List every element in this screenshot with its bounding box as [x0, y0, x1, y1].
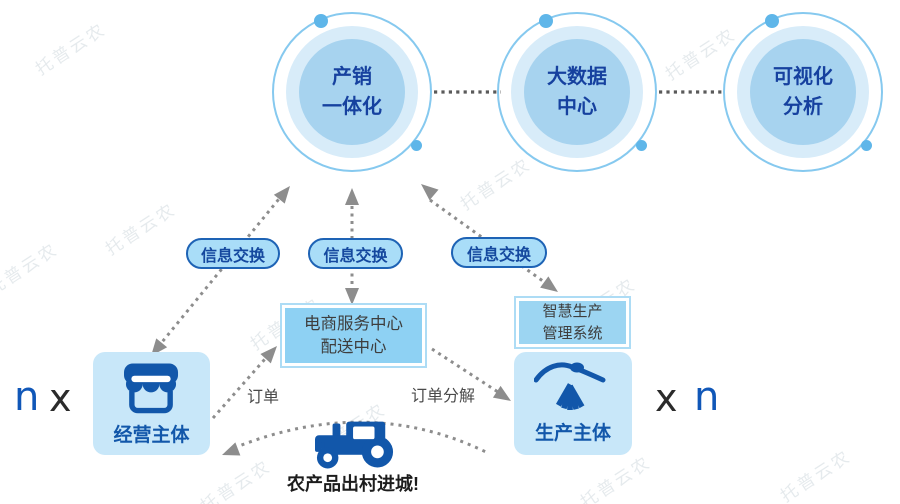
circle-bigdata-line2: 中心: [557, 96, 597, 118]
label-order-split: 订单分解: [411, 388, 476, 405]
circle-visual-line2: 分析: [783, 96, 823, 118]
box-operator-entity: 经营主体: [93, 352, 210, 455]
label-slogan: 农产品出村进城!: [287, 474, 419, 494]
box-producer-entity: 生产主体: [514, 352, 632, 455]
field-icon: [534, 362, 606, 410]
pill-info-exchange-1: 信息交换: [186, 238, 280, 269]
multiplier-left-n: n: [14, 374, 40, 420]
circle-visual: 可视化 分析: [750, 39, 856, 145]
pill-info-exchange-2-label: 信息交换: [323, 247, 388, 265]
box-operator-label: 经营主体: [113, 425, 190, 446]
box-ecommerce-line2: 配送中心: [320, 337, 387, 356]
ring-dot: [314, 14, 328, 28]
ring-dot: [765, 14, 779, 28]
arrow-order-split: [431, 347, 499, 394]
circle-visual-ring: [723, 12, 883, 172]
circle-visual-line1: 可视化: [773, 66, 833, 88]
pill-info-exchange-1-label: 信息交换: [200, 247, 265, 265]
storefront-icon: [124, 363, 179, 414]
circle-bigdata-ring: [497, 12, 657, 172]
arrow-order: [211, 358, 267, 419]
box-producer-label: 生产主体: [534, 423, 611, 444]
pill-info-exchange-2: 信息交换: [308, 238, 403, 269]
pill-info-exchange-3: 信息交换: [451, 237, 547, 268]
pill-info-exchange-3-label: 信息交换: [466, 246, 531, 264]
ring-dot: [861, 140, 872, 151]
circle-integration: 产销 一体化: [299, 39, 405, 145]
arrow-info-right: [429, 198, 548, 286]
circle-integration-ring: [272, 12, 432, 172]
circle-integration-line2: 一体化: [322, 96, 382, 118]
arrow-heads: [151, 184, 558, 456]
arrow-info-left: [156, 193, 285, 348]
ring-dot: [411, 140, 422, 151]
tractor-icon: [315, 421, 394, 469]
box-smart-line2: 管理系统: [542, 324, 603, 342]
box-ecommerce-line1: 电商服务中心: [304, 315, 403, 334]
ring-dot: [539, 14, 553, 28]
circle-bigdata: 大数据 中心: [524, 39, 630, 145]
box-smart-line1: 智慧生产: [542, 302, 603, 320]
box-ecommerce-center: 电商服务中心 配送中心: [280, 303, 427, 368]
circle-integration-line1: 产销: [332, 66, 372, 88]
multiplier-right-n: n: [694, 374, 720, 420]
box-smart-production: 智慧生产 管理系统: [514, 296, 631, 349]
multiplier-right-x: x: [655, 376, 678, 420]
circle-bigdata-line1: 大数据: [547, 66, 607, 88]
label-order: 订单: [247, 389, 280, 406]
ring-dot: [636, 140, 647, 151]
multiplier-left-x: x: [49, 376, 72, 420]
